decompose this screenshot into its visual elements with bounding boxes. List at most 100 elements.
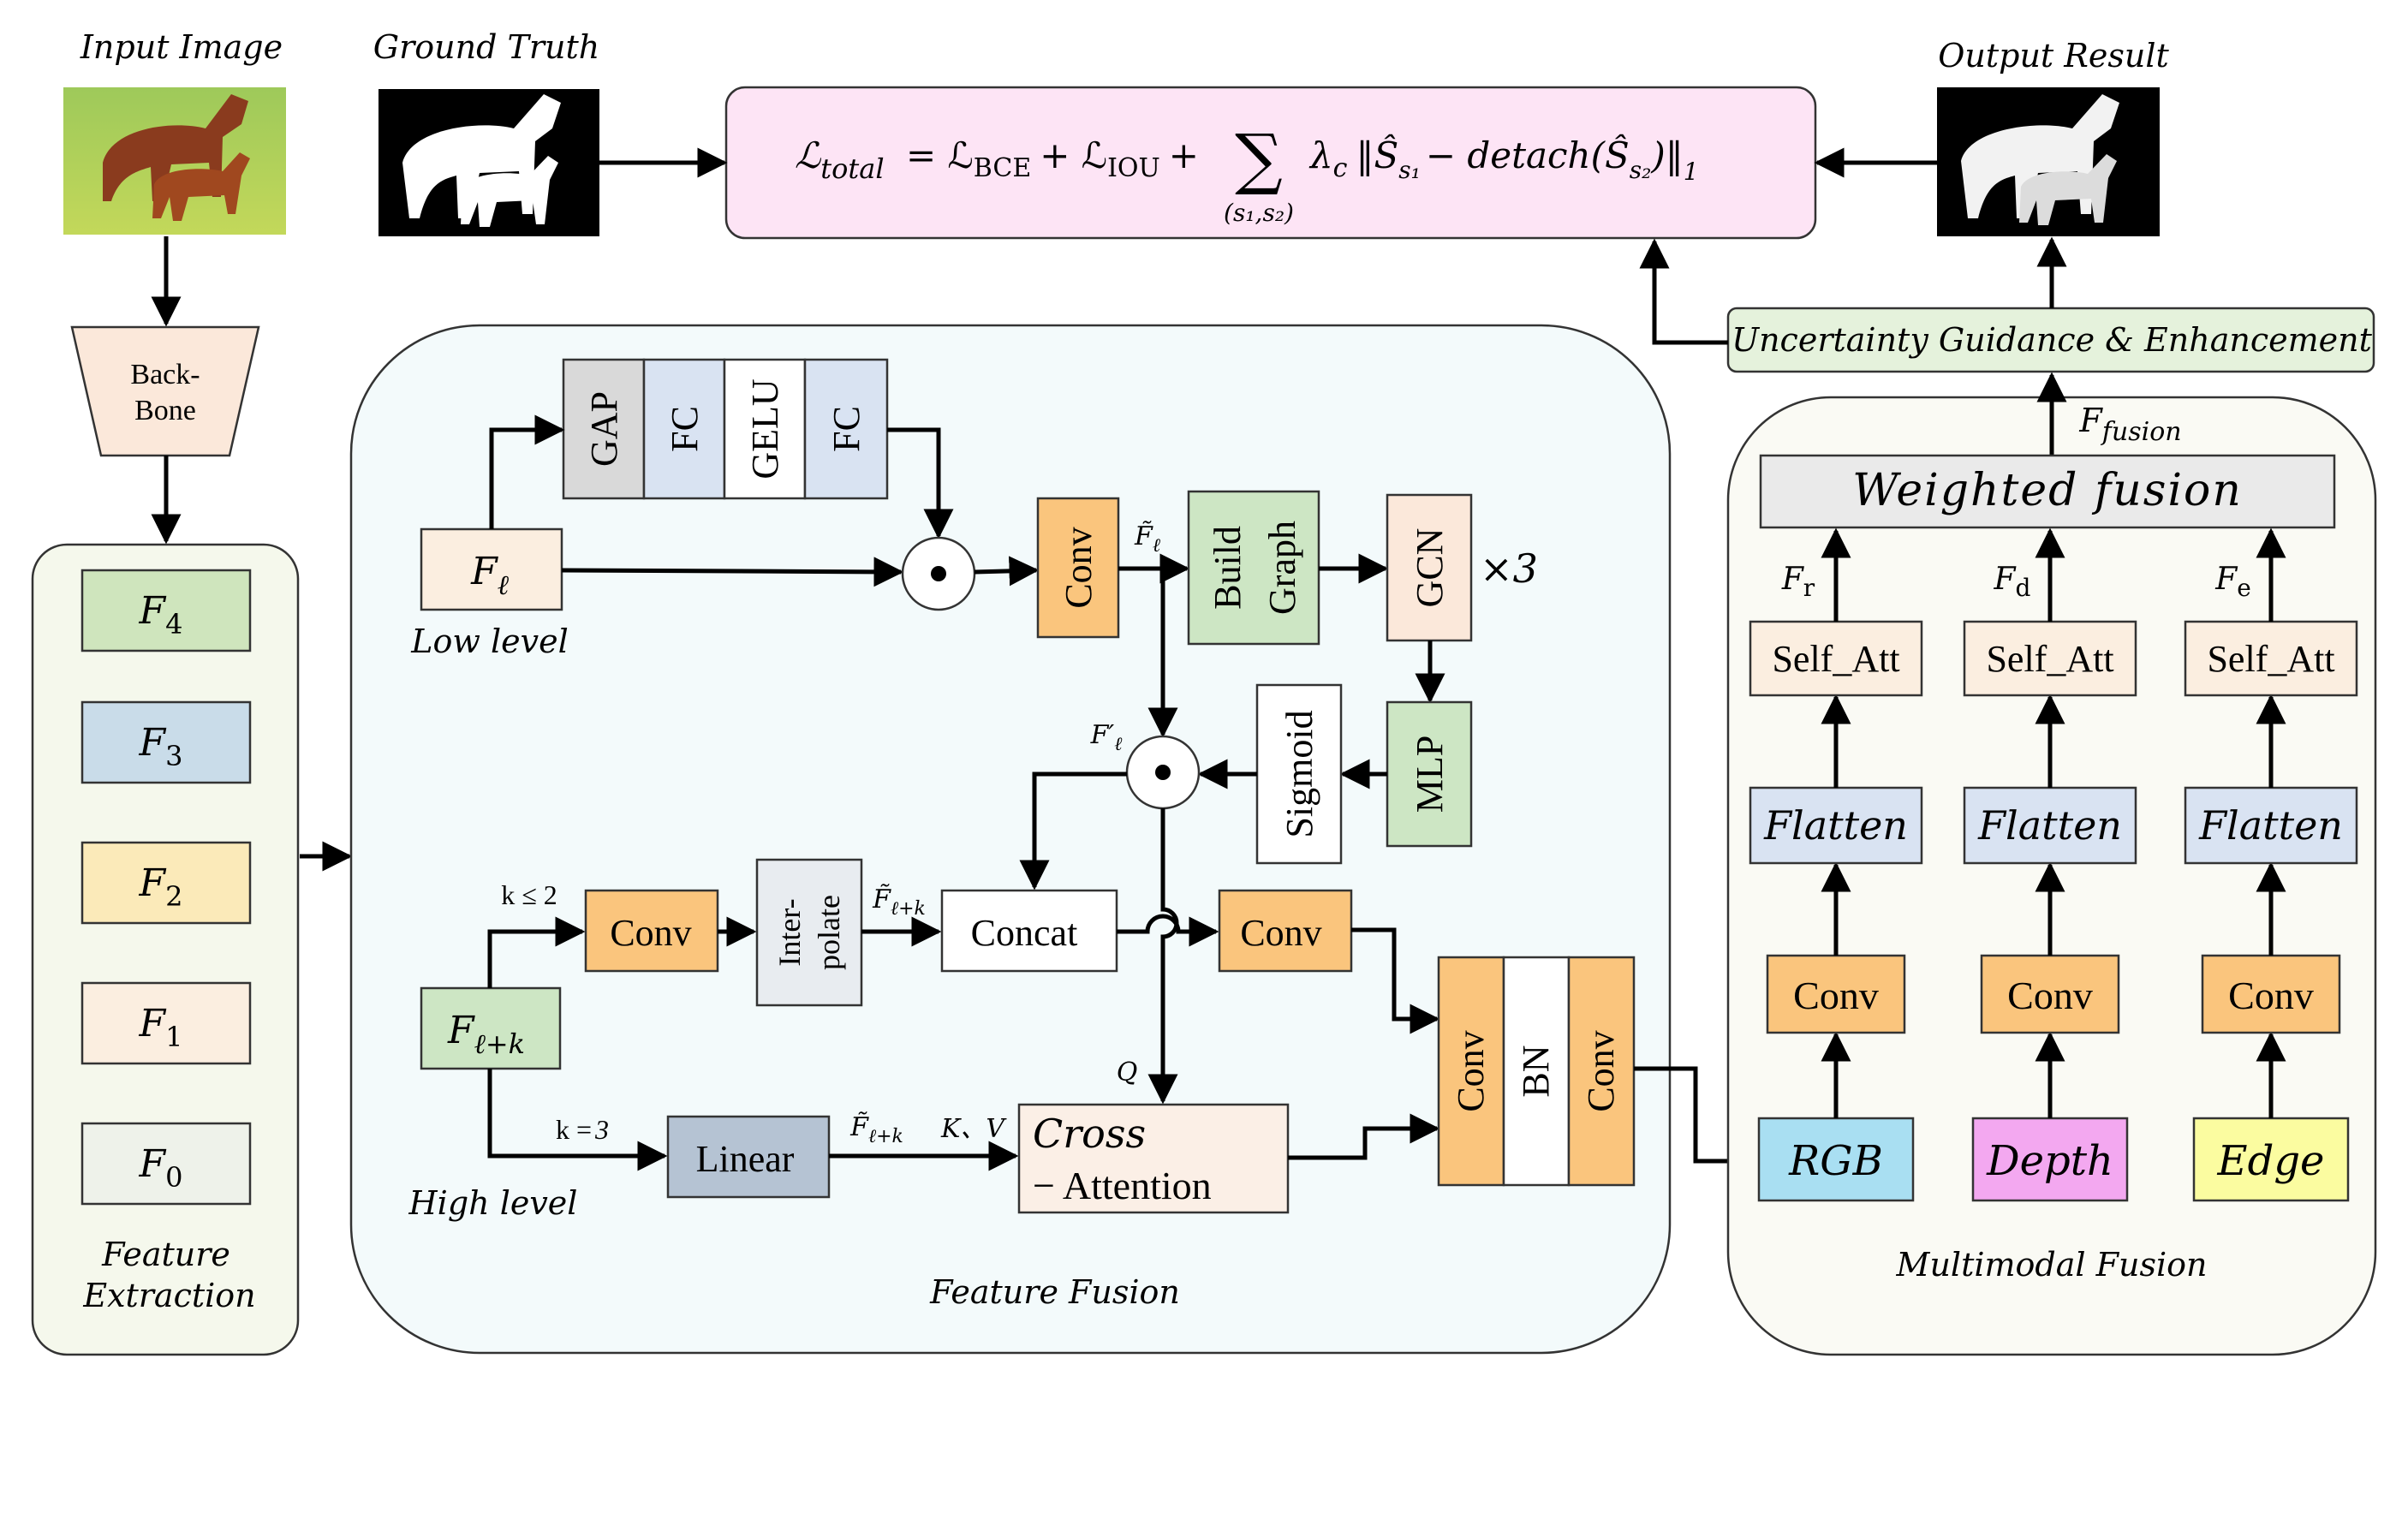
arrow-concat-to-conv-c <box>1117 914 1219 947</box>
arrow-cross-to-stack <box>1288 1113 1440 1160</box>
ground-truth-mask <box>378 89 599 236</box>
modality-input-label: Depth <box>1986 1137 2113 1185</box>
conv-label-c: Conv <box>1240 912 1321 954</box>
concat-block <box>940 889 1118 973</box>
q-label: Q <box>1117 1057 1138 1087</box>
f-low-main: F <box>470 550 498 593</box>
modality-feature-label: Fe <box>2214 562 2251 602</box>
uncertainty-label: Uncertainty Guidance & Enhancement <box>1731 321 2373 359</box>
modality-flatten-label: Flatten <box>1977 802 2122 849</box>
loss-plus1: + ℒ <box>1040 134 1107 176</box>
fc-block-2 <box>803 358 889 500</box>
concat-label: Concat <box>971 912 1078 954</box>
svg-text:k =3: k =3 <box>556 1114 609 1145</box>
f-tilde-sub: ℓ <box>1153 535 1161 557</box>
output-result-mask <box>1937 87 2160 236</box>
modality-input-block <box>1757 1117 1915 1202</box>
feature-level-label: F2 <box>139 861 183 913</box>
modality-selfatt-label: Self_Att <box>1772 638 1899 680</box>
loss-lhs-sub: total <box>820 152 884 185</box>
build-graph-block <box>1187 490 1320 646</box>
multimodal-title: Multimodal Fusion <box>1896 1246 2208 1284</box>
feature-extraction-title-1: Feature <box>101 1236 230 1273</box>
f-tilde-lk2-main: F̃ <box>849 1112 869 1142</box>
arrow-flow-to-gap <box>489 414 565 529</box>
modality-selfatt-label: Self_Att <box>1986 638 2113 680</box>
arrow-mult2-to-concat <box>1019 771 1127 891</box>
loss-eq: = ℒ <box>906 134 974 176</box>
svg-text:ℒtotal: ℒtotal <box>795 134 885 185</box>
fc-block-1 <box>642 358 726 500</box>
input-image-title: Input Image <box>80 28 283 66</box>
arrow-conv-c-to-stack <box>1351 927 1440 1034</box>
backbone-label-2: Bone <box>134 395 196 426</box>
loss-sum-sub: (s₁,s₂) <box>1224 199 1294 227</box>
gcn-repeat-label: ×3 <box>1480 545 1538 592</box>
build-graph-label-2: Graph <box>1261 521 1303 615</box>
f-low-sub: ℓ <box>498 569 510 601</box>
modality-input-block <box>2192 1117 2350 1202</box>
loss-minus: − detach(Ŝ <box>1426 134 1630 176</box>
mlp-label: MLP <box>1409 736 1451 813</box>
f-tilde-lk-main: F̃ <box>872 885 891 914</box>
weighted-fusion-block <box>1759 454 2336 529</box>
feature-level-sub: 1 <box>165 1021 182 1053</box>
arrow-stack-to-rgb <box>1634 1066 1761 1177</box>
svg-text:= ℒBCE+ ℒIOU+: = ℒBCE+ ℒIOU+ <box>906 134 1199 183</box>
loss-norm-open: ‖Ŝ <box>1356 134 1398 176</box>
cross-attention-label-2: − Attention <box>1033 1164 1212 1207</box>
feature-level-main: F <box>139 1002 167 1045</box>
sigmoid-label: Sigmoid <box>1279 710 1320 837</box>
ground-truth-title: Ground Truth <box>373 28 599 66</box>
conv-block-c <box>1218 889 1353 973</box>
backbone-label-1: Back- <box>130 359 200 390</box>
svg-text:Ffusion: Ffusion <box>2078 402 2181 447</box>
cross-attention-block <box>1017 1103 1290 1214</box>
feature-level-main: F <box>139 861 167 905</box>
feature-level-box <box>80 981 252 1065</box>
feature-fusion-title: Feature Fusion <box>929 1273 1180 1311</box>
multiply-node-1-dot <box>931 566 946 581</box>
k-eq-3-label: k = <box>556 1114 592 1145</box>
modality-feature-main: F <box>2214 562 2238 597</box>
stack-conv-1 <box>1437 956 1505 1187</box>
feature-level-sub: 3 <box>165 740 182 772</box>
loss-bce: BCE <box>974 153 1031 183</box>
modality-feature-label: Fr <box>1781 562 1815 602</box>
modality-conv-label: Conv <box>2007 974 2093 1017</box>
feature-level-box <box>80 841 252 925</box>
modality-feature-main: F <box>1994 562 2018 597</box>
svg-text:F̃ℓ+k: F̃ℓ+k <box>849 1112 903 1147</box>
loss-lambda-c: c <box>1333 153 1348 183</box>
f-prime-sub: ℓ <box>1114 734 1123 755</box>
loss-lambda: λ <box>1308 134 1333 176</box>
loss-sigma: ∑ <box>1235 121 1283 198</box>
feature-level-sub: 0 <box>165 1161 182 1194</box>
modality-feature-label: Fd <box>1994 562 2031 602</box>
arrow-fhigh-to-conv-b <box>487 916 586 988</box>
gelu-label: GELU <box>744 378 786 479</box>
f-low-block <box>420 527 563 611</box>
feature-level-sub: 2 <box>165 880 182 913</box>
fc-label-1: FC <box>664 406 706 452</box>
feature-level-box <box>80 700 252 784</box>
interpolate-block <box>755 858 863 1007</box>
feature-level-label: F3 <box>139 721 183 772</box>
f-fusion-main: F <box>2078 402 2103 439</box>
modality-feature-main: F <box>1781 562 1805 597</box>
input-image <box>63 87 286 235</box>
conv-label-b: Conv <box>610 912 691 954</box>
modality-input-label: RGB <box>1788 1137 1883 1185</box>
gap-label: GAP <box>583 391 625 467</box>
interpolate-label-2: polate <box>812 895 846 970</box>
svg-text:Fℓ: Fℓ <box>470 550 510 601</box>
feature-level-label: F0 <box>139 1142 183 1194</box>
feature-level-sub: 4 <box>165 608 182 640</box>
output-result-title: Output Result <box>1938 37 2169 74</box>
modality-conv-block <box>2201 954 2341 1034</box>
conv-label-a: Conv <box>1058 527 1100 608</box>
high-level-label: High level <box>408 1184 578 1222</box>
sigmoid-block <box>1255 683 1343 865</box>
